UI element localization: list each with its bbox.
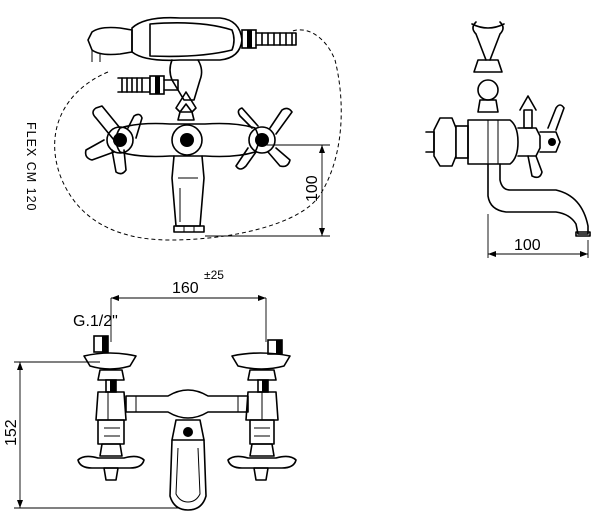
left-cross-handle [84,105,143,175]
thread-label: G.1/2" [73,313,118,330]
hose-connector [117,75,179,95]
total-height-value: 152 [3,419,20,446]
center-tolerance-value: ±25 [204,268,224,282]
total-height-dimension: 152 [3,361,178,509]
center-distance-value: 160 [172,280,199,297]
flex-hose-outline [54,29,342,241]
front-height-value: 100 [304,175,321,202]
flex-label: FLEX CM 120 [24,122,38,212]
right-eccentric [227,339,297,481]
center-distance-dimension: 160 ±25 [110,268,267,342]
diverter-handle [175,91,197,121]
left-eccentric [77,335,145,481]
front-height-dimension: 100 [205,144,330,237]
side-projection-dimension: 100 [487,214,589,258]
side-view: 100 [425,21,591,258]
hand-shower [87,16,297,62]
right-cross-handle [235,107,293,170]
front-view: FLEX CM 120 100 [24,16,342,241]
side-projection-value: 100 [514,237,541,254]
plan-view: 160 ±25 G.1/2" 152 [3,268,297,511]
